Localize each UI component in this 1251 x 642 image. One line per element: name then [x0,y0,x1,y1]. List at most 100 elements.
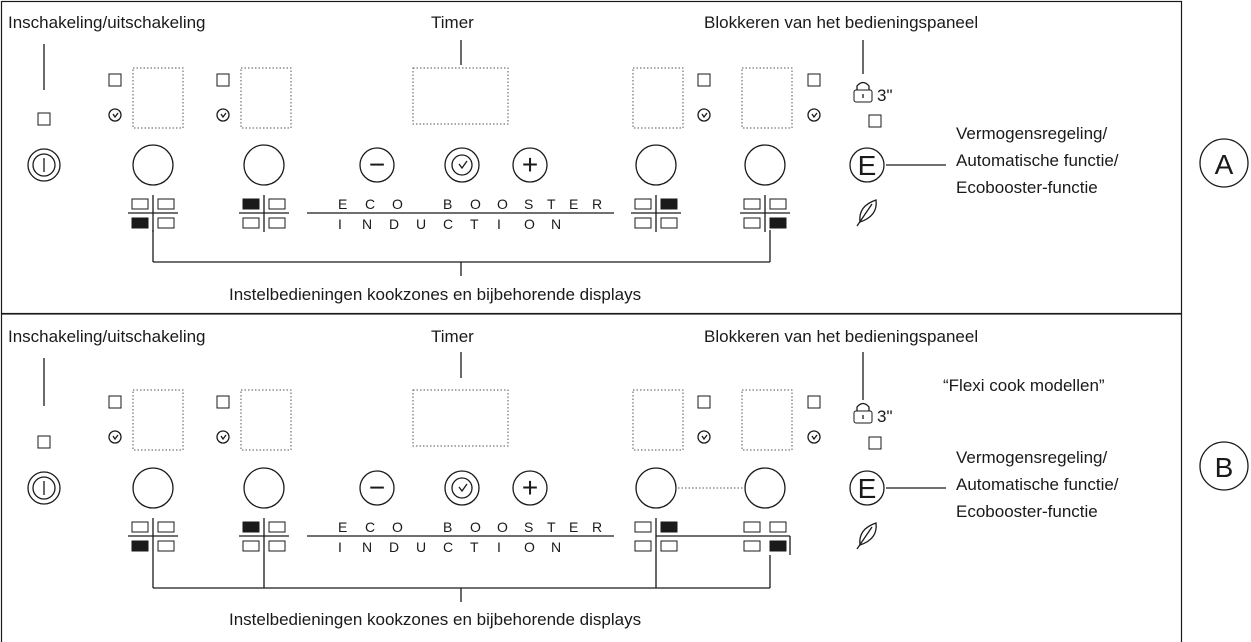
zone-4-indicator [807,395,821,409]
svg-text:B: B [443,196,452,212]
power-indicator [37,435,51,449]
zone-4-button[interactable] [744,144,786,186]
svg-text:O: O [392,196,403,212]
zone-2-timer-icon [216,108,230,122]
zone-2-indicator [216,395,230,409]
timer-display [412,67,509,125]
svg-text:T: T [547,196,556,212]
svg-text:B: B [1215,452,1234,483]
svg-text:N: N [551,216,561,232]
svg-text:−: − [369,149,385,180]
zone-2-timer-icon [216,430,230,444]
lock-indicator [868,436,882,450]
svg-text:I: I [338,216,342,232]
svg-text:O: O [392,519,403,535]
timer-plus-button[interactable]: + [512,470,548,506]
zone-4-button[interactable] [744,467,786,509]
eco-leaf-icon [856,522,877,550]
zone-4-display [741,389,793,451]
svg-text:U: U [416,539,426,555]
svg-text:E: E [858,150,877,181]
timer-display [412,389,509,447]
svg-text:S: S [524,519,533,535]
panel-b-marker: B [1199,441,1249,491]
zone-3-button[interactable] [635,467,677,509]
svg-text:O: O [470,196,481,212]
power-indicator [37,112,51,126]
brand-eco-booster-induction: E C O B O O S T E R I N D U C T I O N [307,519,614,555]
zone-2-button[interactable] [243,467,285,509]
power-button[interactable] [27,148,61,182]
zone-1-button[interactable] [132,144,174,186]
label-timer: Timer [431,13,474,32]
eco-leaf-icon [856,199,877,227]
svg-text:E: E [338,196,347,212]
timer-plus-button[interactable]: + [512,147,548,183]
lock-icon[interactable] [853,81,873,103]
zone-3-display [632,389,684,451]
zone-1-layout-icon [128,518,178,555]
zone-3-button[interactable] [635,144,677,186]
svg-text:C: C [365,519,375,535]
power-regulation-button[interactable]: E [849,147,885,183]
svg-text:O: O [470,519,481,535]
svg-text:I: I [338,539,342,555]
svg-text:E: E [338,519,347,535]
zone-2-button[interactable] [243,144,285,186]
zone-1-indicator [108,73,122,87]
timer-minus-button[interactable]: − [359,470,395,506]
svg-text:R: R [592,196,602,212]
power-button[interactable] [27,471,61,505]
zone-4-layout-icon [740,195,790,232]
timer-button[interactable] [444,470,480,506]
label-power-regulation-3: Ecobooster-functie [956,502,1098,521]
svg-text:+: + [522,149,538,180]
zone-1-timer-icon [108,108,122,122]
svg-text:I: I [497,539,501,555]
zone-2-display [240,389,292,451]
lock-duration: 3" [877,407,893,426]
zone-1-layout-icon [128,195,178,232]
label-power-regulation-3: Ecobooster-functie [956,178,1098,197]
svg-text:E: E [569,519,578,535]
zone-4-display [741,67,793,129]
lock-duration: 3" [877,86,893,105]
label-panel-lock: Blokkeren van het bedieningspaneel [704,327,978,346]
lock-icon[interactable] [853,402,873,424]
svg-text:T: T [470,539,479,555]
zone-1-indicator [108,395,122,409]
svg-text:U: U [416,216,426,232]
zone-2-layout-icon [239,195,289,232]
label-power-switch: Inschakeling/uitschakeling [8,13,206,32]
brand-eco-booster-induction: E C O B O O S T E R I N D U C T I O N [307,196,614,232]
zone-4-timer-icon [807,108,821,122]
label-power-regulation-2: Automatische functie/ [956,151,1119,170]
zone-4-timer-icon [807,430,821,444]
zone-3-indicator [697,395,711,409]
label-cooking-zones: Instelbedieningen kookzones en bijbehore… [229,610,641,629]
zone-4-indicator [807,73,821,87]
zone-3-timer-icon [697,108,711,122]
svg-text:O: O [497,196,508,212]
svg-text:B: B [443,519,452,535]
svg-text:C: C [443,216,453,232]
zone-2-layout-icon [239,518,289,555]
panel-a-marker: A [1199,138,1249,188]
timer-minus-button[interactable]: − [359,147,395,183]
power-regulation-button[interactable]: E [849,470,885,506]
svg-text:S: S [524,196,533,212]
zone-3-display [632,67,684,129]
svg-text:D: D [389,216,399,232]
zone-1-button[interactable] [132,467,174,509]
label-power-regulation-1: Vermogensregeling/ [956,448,1107,467]
svg-text:−: − [369,472,385,503]
label-power-regulation-1: Vermogensregeling/ [956,124,1107,143]
svg-text:C: C [365,196,375,212]
svg-text:A: A [1215,149,1234,180]
svg-text:N: N [362,539,372,555]
zone-2-display [240,67,292,129]
label-panel-lock: Blokkeren van het bedieningspaneel [704,13,978,32]
timer-button[interactable] [444,147,480,183]
svg-text:T: T [547,519,556,535]
svg-text:O: O [497,519,508,535]
